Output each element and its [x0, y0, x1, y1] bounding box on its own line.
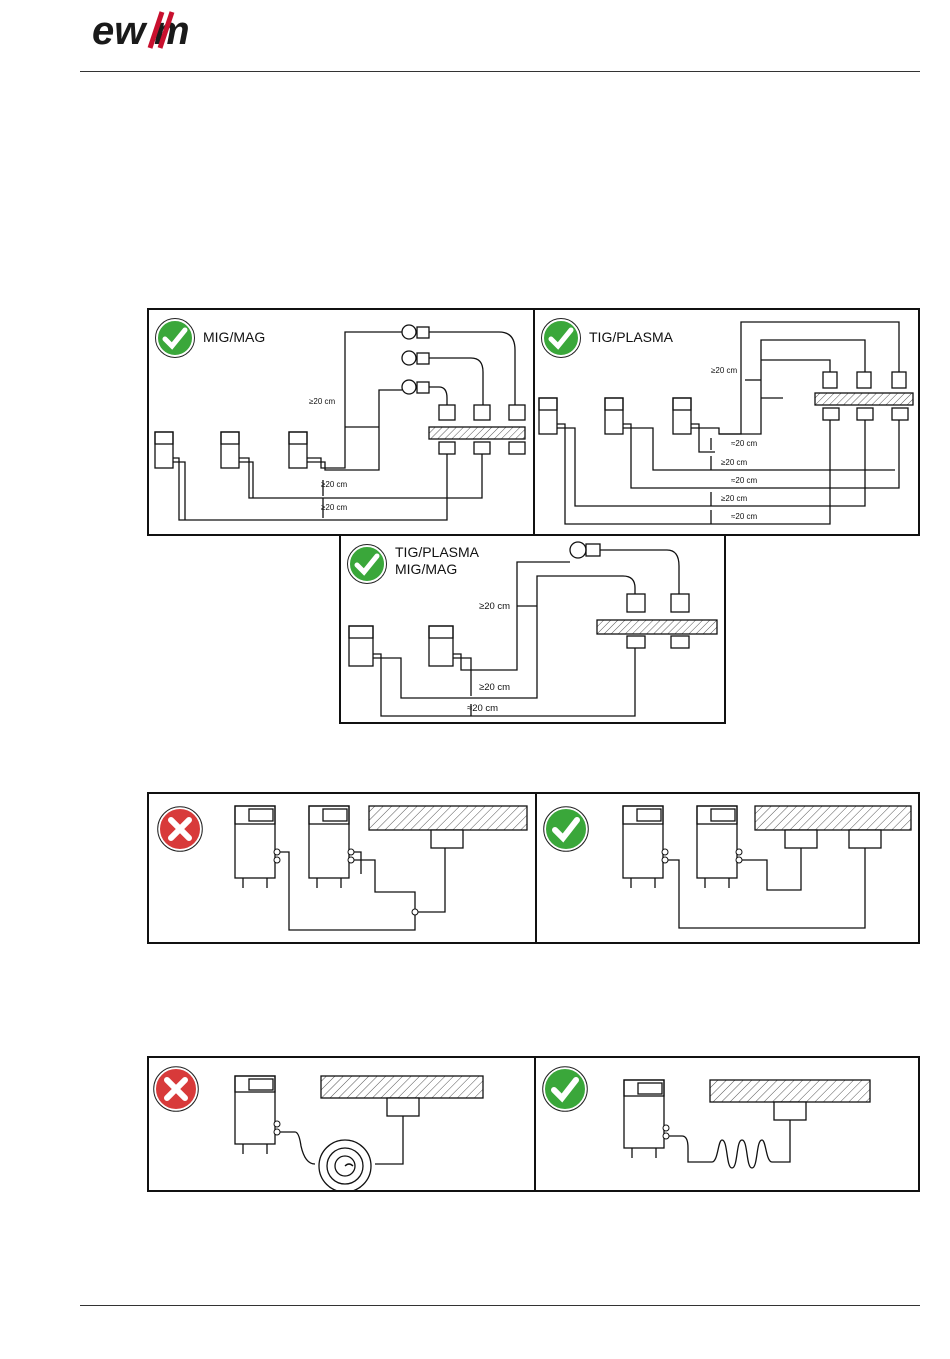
panel-title: TIG/PLASMA	[589, 329, 673, 345]
panel-bad-coiled-cable	[147, 1056, 536, 1192]
panel-tig-plasma: TIG/PLASMA ≥20 cm ≈20 cm ≥20 cm ≈20 cm ≥…	[533, 308, 920, 536]
header-rule	[80, 71, 920, 72]
panel-title-line1: TIG/PLASMA	[395, 544, 479, 560]
ewm-logo: ew m	[92, 8, 222, 50]
panel-ok-serpentine-cable	[534, 1056, 920, 1192]
footer-rule	[80, 1305, 920, 1306]
distance-label: ≥20 cm	[479, 682, 510, 693]
distance-label: ≈20 cm	[731, 512, 757, 521]
distance-label: ≥20 cm	[479, 601, 510, 612]
panel-ok-separate-cable	[535, 792, 920, 944]
separate-cable-diagram	[537, 794, 920, 944]
distance-label: ≈20 cm	[731, 476, 757, 485]
distance-label: ≥20 cm	[711, 366, 737, 375]
panel-mig-mag: MIG/MAG ≥20 cm ≥20 cm ≥20 cm	[147, 308, 535, 536]
distance-label: ≥20 cm	[321, 503, 347, 512]
panel-title: MIG/MAG	[203, 329, 265, 345]
svg-text:ew: ew	[92, 9, 148, 50]
coiled-cable-diagram	[149, 1058, 536, 1192]
serpentine-cable-diagram	[536, 1058, 920, 1192]
panel-tig-mig-combined: TIG/PLASMA MIG/MAG ≥20 cm ≥20 cm ≈20 cm	[339, 534, 726, 724]
panel-title-line2: MIG/MAG	[395, 561, 457, 577]
distance-label: ≥20 cm	[721, 458, 747, 467]
distance-label: ≈20 cm	[731, 439, 757, 448]
panel-bad-shared-cable	[147, 792, 537, 944]
distance-label: ≥20 cm	[721, 494, 747, 503]
distance-label: ≥20 cm	[321, 480, 347, 489]
distance-label: ≥20 cm	[309, 397, 335, 406]
shared-cable-diagram	[149, 794, 537, 944]
distance-label: ≈20 cm	[467, 703, 498, 714]
